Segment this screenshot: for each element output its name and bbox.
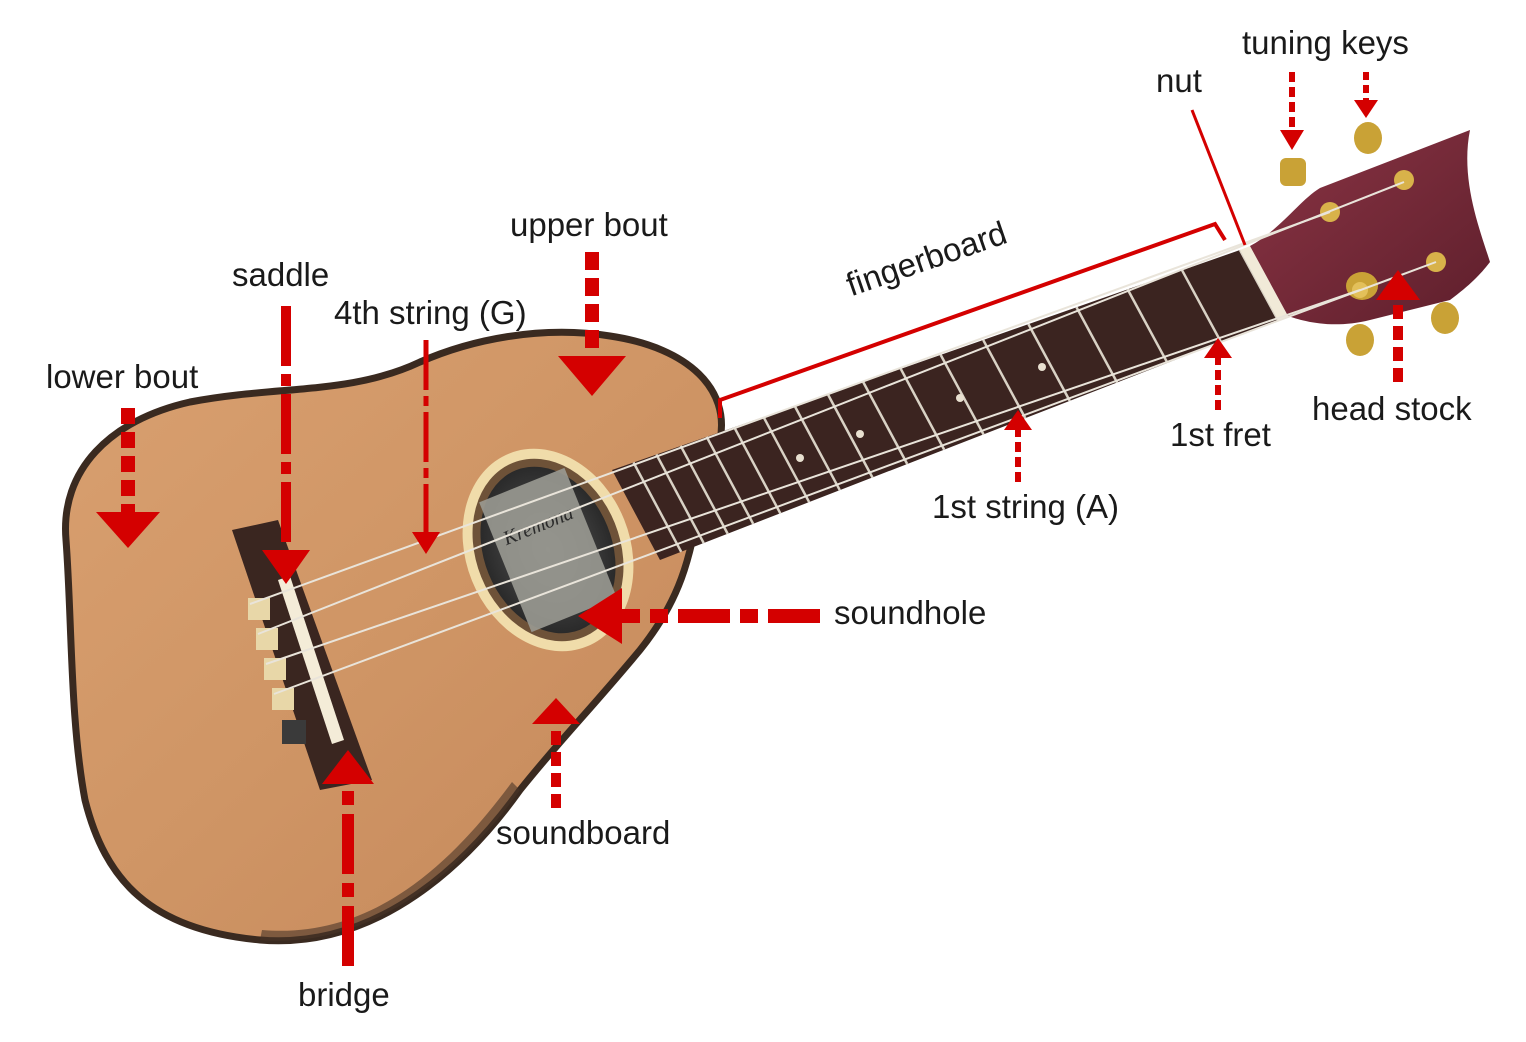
label-soundboard: soundboard [496,814,671,851]
label-soundhole: soundhole [834,594,987,631]
soundhole-arrowhead [578,588,622,644]
fret-wire [899,368,946,451]
tuning-keys-arrowhead-right [1354,100,1378,118]
label-head-stock: head stock [1312,390,1472,427]
label-upper-bout: upper bout [510,206,668,243]
label-first-fret: 1st fret [1170,416,1271,453]
fingerboard-bracket [718,221,1227,418]
fourth-string-arrowhead [412,532,440,554]
fret-wire [679,445,729,535]
head-stock-arrowhead [1376,270,1420,300]
headstock [1250,130,1490,325]
body-side-shadow [260,782,520,941]
label-lower-bout: lower bout [46,358,199,395]
fret-wire [826,393,874,479]
first-fret-arrowhead [1204,338,1232,358]
nut-leader [1190,109,1247,246]
label-first-string: 1st string (A) [932,488,1120,525]
label-fourth-string: 4th string (G) [334,294,527,331]
first-string-arrowhead [1004,410,1032,430]
nut-piece [1240,246,1288,320]
label-saddle: saddle [232,256,330,293]
fret-wire [1126,288,1169,364]
fret-wire [1027,323,1071,402]
fret-markers [796,363,1046,462]
fret-wire [1180,269,1223,343]
fret-wire [705,436,755,525]
fret-wire [632,461,683,553]
label-nut: nut [1156,62,1202,99]
tuning-keys-arrowhead-left [1280,130,1304,150]
fret-wire [733,426,782,514]
fret-wire [655,453,705,544]
upper-bout-arrowhead [558,356,626,396]
bridge-arrowhead [322,750,374,784]
fret-wire [1075,306,1119,384]
fingerboard [612,250,1278,560]
label-bridge: bridge [298,976,390,1013]
lower-bout-arrowhead [96,512,160,548]
fret-wire [982,339,1027,419]
fret-wire [862,381,909,465]
saddle-piece [278,576,344,744]
soundboard-arrowhead [532,698,580,724]
saddle-arrowhead [262,550,310,584]
label-tuning-keys: tuning keys [1242,24,1409,61]
